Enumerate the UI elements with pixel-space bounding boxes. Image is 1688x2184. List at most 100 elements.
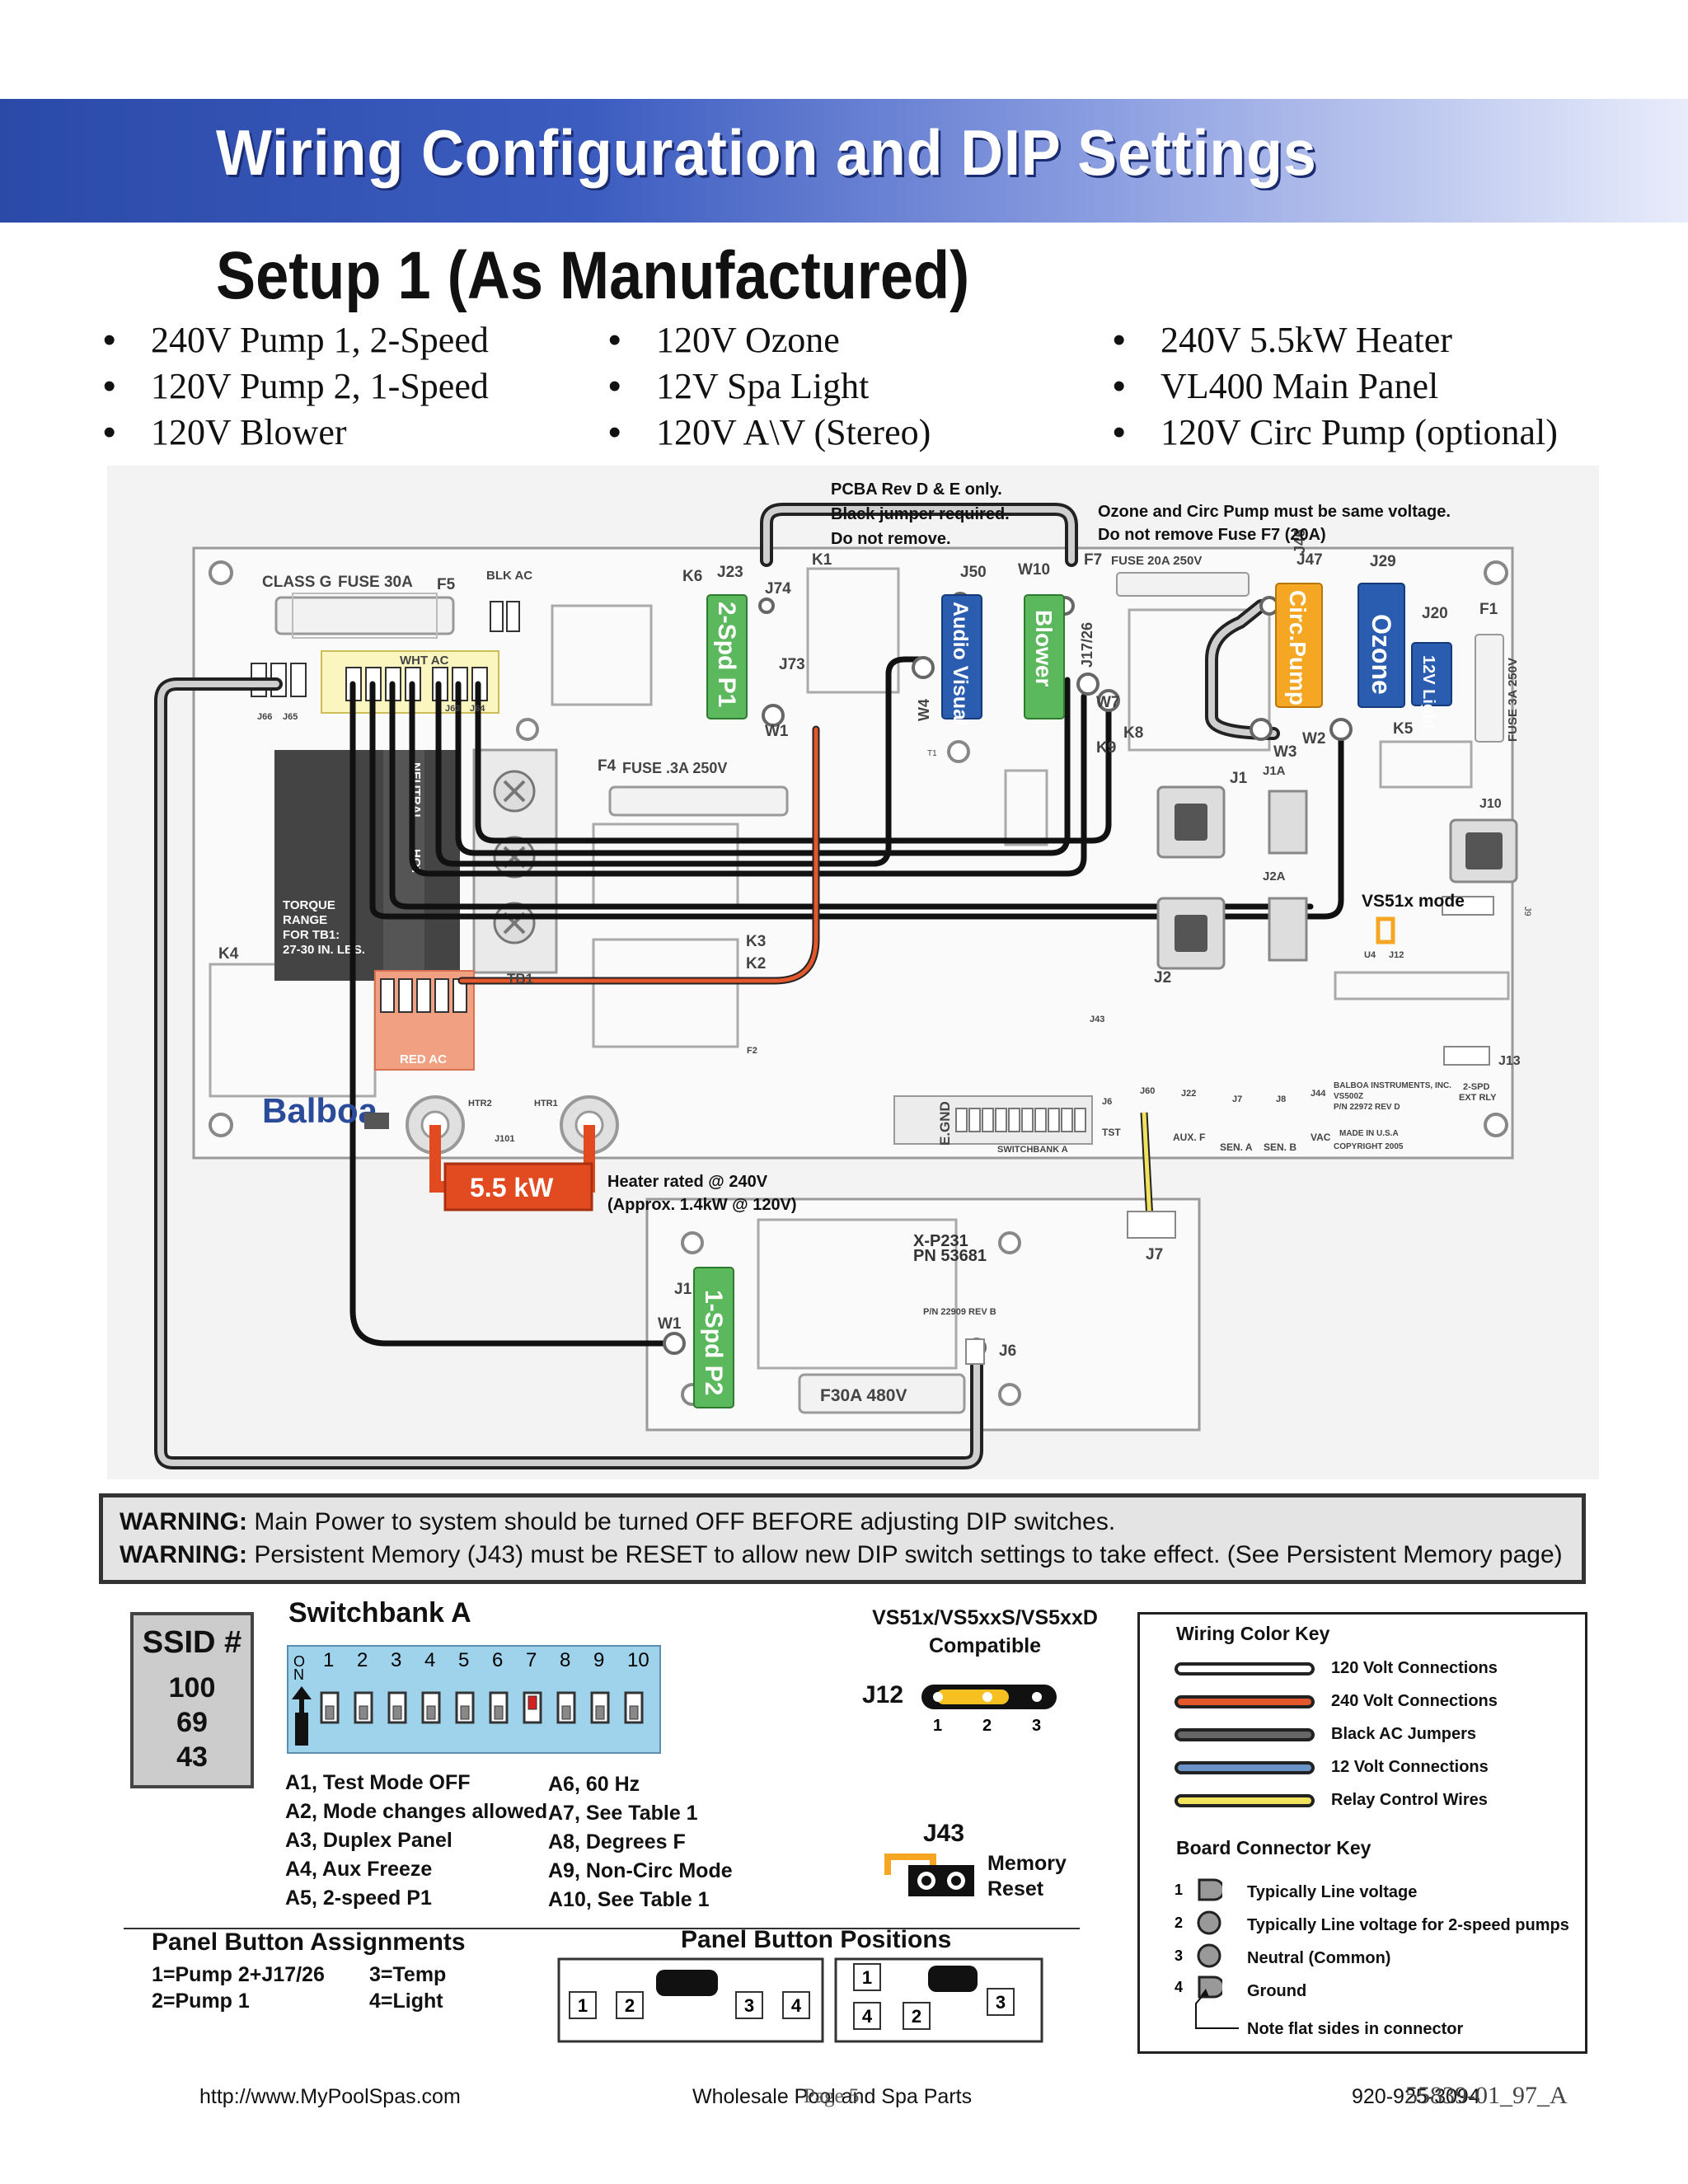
svg-text:K6: K6 xyxy=(682,568,702,585)
svg-text:J2: J2 xyxy=(1154,969,1171,987)
footer-docnum: 55839-01_97_A xyxy=(1405,2082,1568,2109)
svg-text:J12: J12 xyxy=(1389,950,1404,960)
dip-settings-left: A1, Test Mode OFF A2, Mode changes allow… xyxy=(285,1769,547,1913)
svg-text:4: 4 xyxy=(862,2006,873,2027)
feature-item: 240V 5.5kW Heater xyxy=(1113,317,1558,363)
wiring-key-swatch-fill xyxy=(1178,1666,1311,1672)
svg-text:HTR1: HTR1 xyxy=(534,1099,558,1108)
feature-item: 120V Circ Pump (optional) xyxy=(1113,410,1558,456)
feature-list-2: 120V Ozone 12V Spa Light 120V A\V (Stere… xyxy=(608,317,931,456)
divider xyxy=(124,1928,1080,1929)
dip-number: 10 xyxy=(627,1649,649,1671)
svg-text:FUSE 20A 250V: FUSE 20A 250V xyxy=(1111,554,1202,568)
j43-label: J43 xyxy=(923,1820,965,1847)
svg-text:J64: J64 xyxy=(470,704,485,714)
svg-text:F7: F7 xyxy=(1084,551,1102,569)
j43-jumper-graphic xyxy=(884,1854,974,1896)
svg-text:2: 2 xyxy=(912,2006,921,2027)
wiring-key-title: Wiring Color Key xyxy=(1176,1623,1330,1644)
svg-text:J23: J23 xyxy=(717,564,743,581)
dip-setting: A6, 60 Hz xyxy=(548,1773,640,1796)
connector-key-label: Typically Line voltage xyxy=(1247,1883,1418,1901)
memory-reset-label: Memory Reset xyxy=(987,1852,1067,1900)
svg-text:K9: K9 xyxy=(1096,739,1116,757)
svg-text:J1A: J1A xyxy=(1263,764,1286,778)
feature-item: 12V Spa Light xyxy=(608,363,931,410)
dip-setting: A10, See Table 1 xyxy=(548,1888,710,1911)
feature-list-3: 240V 5.5kW Heater VL400 Main Panel 120V … xyxy=(1113,317,1558,456)
wiring-key-label: 12 Volt Connections xyxy=(1331,1758,1489,1776)
svg-text:SWITCHBANK A: SWITCHBANK A xyxy=(997,1145,1068,1155)
svg-text:RANGE: RANGE xyxy=(283,913,327,927)
svg-text:CLASS G: CLASS G xyxy=(262,574,331,591)
dip-number: 3 xyxy=(391,1649,401,1671)
svg-text:3: 3 xyxy=(1175,1947,1183,1964)
svg-text:K4: K4 xyxy=(218,945,239,963)
heater-component xyxy=(443,1162,593,1212)
svg-text:J46: J46 xyxy=(1292,529,1308,554)
feature-item: VL400 Main Panel xyxy=(1113,363,1558,410)
connector-key-title: Board Connector Key xyxy=(1176,1837,1372,1858)
dip-on-arrow xyxy=(295,1713,308,1746)
warning-line: WARNING: Persistent Memory (J43) must be… xyxy=(120,1541,1563,1568)
warning-line: WARNING: Main Power to system should be … xyxy=(120,1508,1116,1535)
svg-text:TORQUE: TORQUE xyxy=(283,898,335,912)
dip-on-arrow xyxy=(299,1698,304,1714)
svg-text:TB1: TB1 xyxy=(507,971,533,987)
transformer-block xyxy=(274,750,460,981)
pump1-component xyxy=(706,594,748,719)
feature-item: 120V Pump 2, 1-Speed xyxy=(103,363,489,410)
svg-text:J47: J47 xyxy=(1296,551,1323,569)
circ-pump-component xyxy=(1275,583,1323,708)
svg-text:2: 2 xyxy=(982,1717,992,1735)
wiring-diagram: TORQUE RANGE FOR TB1: 27-30 IN. LBS. NEU… xyxy=(107,466,1599,1479)
switchbank-title: Switchbank A xyxy=(288,1597,471,1629)
dip-number: 1 xyxy=(323,1649,334,1671)
svg-text:J13: J13 xyxy=(1498,1054,1521,1068)
svg-text:T1: T1 xyxy=(927,749,937,758)
svg-text:P/N 22909 REV B: P/N 22909 REV B xyxy=(923,1307,996,1317)
panel-assign-item: 4=Light xyxy=(369,1990,443,2013)
dip-on-label: N xyxy=(293,1666,304,1683)
ssid-value: 69 xyxy=(176,1707,208,1738)
dip-switch-toggle xyxy=(426,1705,436,1720)
svg-text:2-SPD: 2-SPD xyxy=(1463,1082,1489,1092)
wiring-key-swatches xyxy=(1175,1662,1315,1807)
svg-text:J10: J10 xyxy=(1479,797,1502,811)
svg-text:3: 3 xyxy=(1032,1717,1041,1735)
audio-visual-component xyxy=(941,594,982,719)
svg-text:J63: J63 xyxy=(445,704,460,714)
footer-phone: 920-925-3094 xyxy=(1352,2085,1480,2108)
svg-text:SEN. A: SEN. A xyxy=(1220,1141,1253,1153)
svg-text:J7: J7 xyxy=(1232,1094,1242,1104)
svg-text:VS51x mode: VS51x mode xyxy=(1362,892,1465,911)
svg-text:AUX. F: AUX. F xyxy=(1173,1132,1205,1143)
svg-text:J6: J6 xyxy=(1102,1097,1112,1107)
dip-setting: A3, Duplex Panel xyxy=(285,1829,452,1852)
svg-text:EXT RLY: EXT RLY xyxy=(1459,1093,1497,1103)
svg-text:F4: F4 xyxy=(598,757,617,775)
wiring-key-label: Black AC Jumpers xyxy=(1331,1725,1476,1743)
dip-switch-toggle xyxy=(359,1705,368,1720)
ssid-value: 43 xyxy=(176,1741,208,1773)
svg-text:Do not remove.: Do not remove. xyxy=(831,530,951,548)
svg-text:J50: J50 xyxy=(960,564,987,581)
key-box: Wiring Color Key 120 Volt Connections 24… xyxy=(1137,1612,1587,2054)
setup-title: Setup 1 (As Manufactured) xyxy=(216,238,970,313)
dip-number: 9 xyxy=(593,1649,604,1671)
connector-key-note: Note flat sides in connector xyxy=(1247,2020,1464,2038)
svg-text:J1: J1 xyxy=(674,1281,692,1298)
dip-switch-toggle xyxy=(629,1705,639,1720)
svg-text:J8: J8 xyxy=(1276,1094,1286,1104)
j12-jumper-graphic: 1 2 3 xyxy=(921,1685,1057,1735)
dip-switch-toggle xyxy=(494,1705,504,1720)
wiring-key-swatch-fill xyxy=(1178,1732,1311,1738)
svg-text:E.GND: E.GND xyxy=(937,1101,953,1146)
dip-number: 7 xyxy=(526,1649,537,1671)
light-component xyxy=(1411,642,1452,706)
ssid-box: SSID # 100 69 43 xyxy=(130,1612,254,1788)
svg-text:Blower: Blower xyxy=(1031,610,1057,687)
header-banner: Wiring Configuration and DIP Settings xyxy=(0,99,1688,223)
dip-number: 6 xyxy=(492,1649,503,1671)
